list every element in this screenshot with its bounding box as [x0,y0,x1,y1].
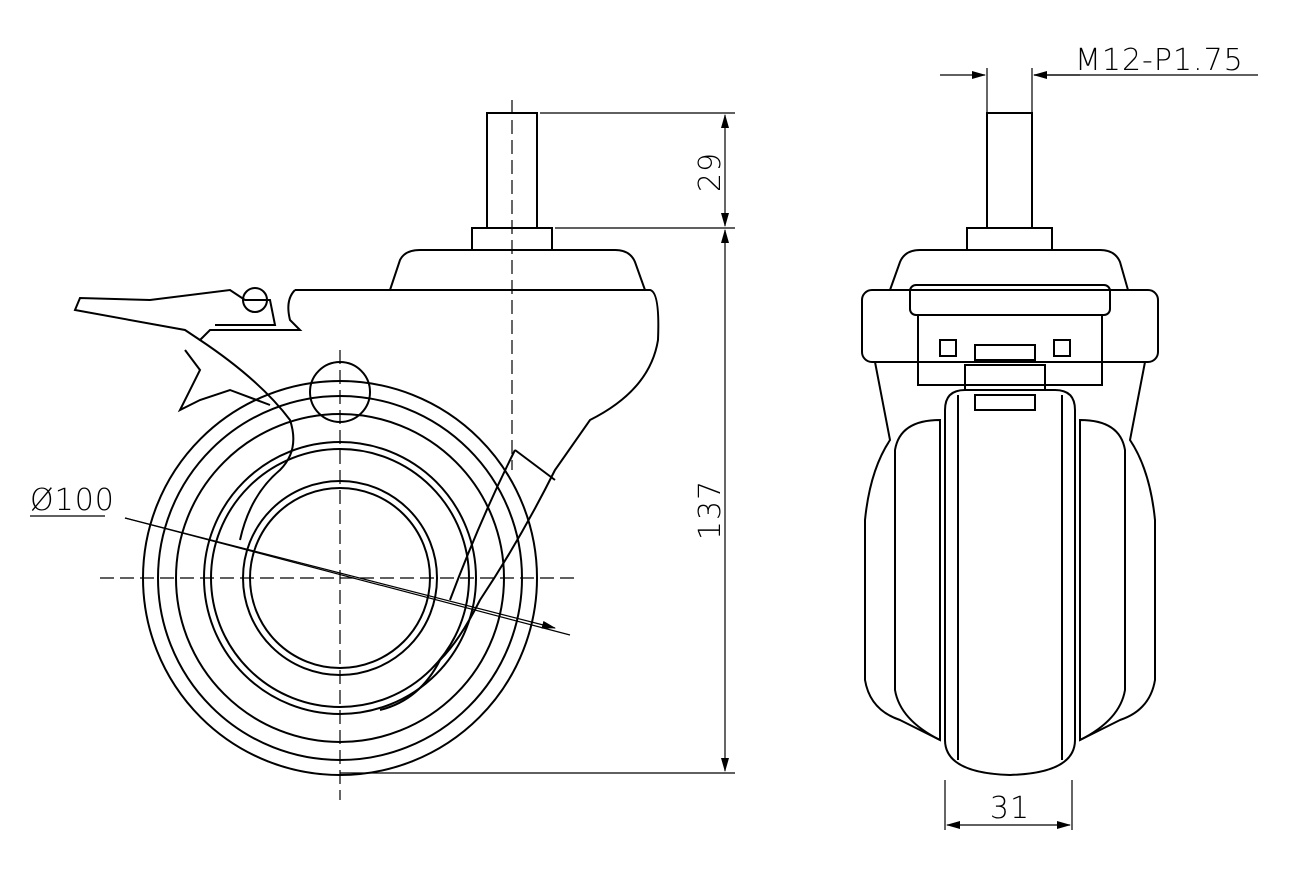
stem-front [966,112,1053,251]
side-view: Ø100 29 137 [30,100,735,800]
wheel-front [944,389,1076,777]
fork-body-side [73,249,660,711]
diameter-dimension: Ø100 [30,483,571,636]
total-height-label: 137 [693,480,728,540]
thread-label: M12-P1.75 [1075,43,1244,78]
wheel-diameter-label: Ø100 [30,483,115,518]
thread-dimension: M12-P1.75 [940,43,1258,113]
height-dimensions: 29 137 [340,112,735,774]
wheel-width-label: 31 [990,791,1030,826]
stem-height-label: 29 [693,152,728,192]
width-dimension: 31 [944,780,1073,830]
centerlines-side [100,100,580,800]
fork-legs-front [864,361,1156,742]
front-view: M12-P1.75 31 [861,43,1258,830]
top-plate-front [861,249,1159,411]
